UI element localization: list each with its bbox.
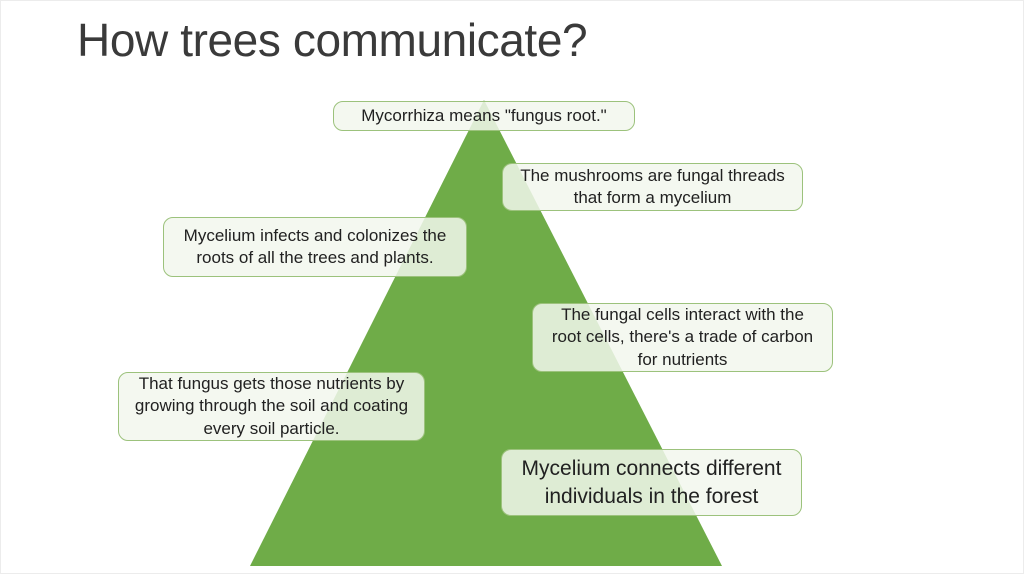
callout-text: The mushrooms are fungal threads that fo… [520,165,785,207]
callout-fungus-gets-nutrients: That fungus gets those nutrients by grow… [118,372,425,441]
callout-mushrooms-fungal-threads: The mushrooms are fungal threads that fo… [502,163,803,211]
callout-mycelium-connects-forest: Mycelium connects different individuals … [501,449,802,516]
callout-text: The fungal cells interact with the root … [551,305,814,369]
callout-mycelium-infects-roots: Mycelium infects and colonizes the roots… [163,217,467,277]
slide-title: How trees communicate? [77,14,588,66]
callout-text: Mycelium connects different individuals … [521,457,782,508]
callout-text: That fungus gets those nutrients by grow… [134,374,409,438]
callout-mycorrhiza-definition: Mycorrhiza means "fungus root." [333,101,635,131]
callout-text: Mycorrhiza means "fungus root." [361,105,607,125]
callout-text: Mycelium infects and colonizes the roots… [183,225,447,267]
callout-fungal-cells-trade: The fungal cells interact with the root … [532,303,833,372]
